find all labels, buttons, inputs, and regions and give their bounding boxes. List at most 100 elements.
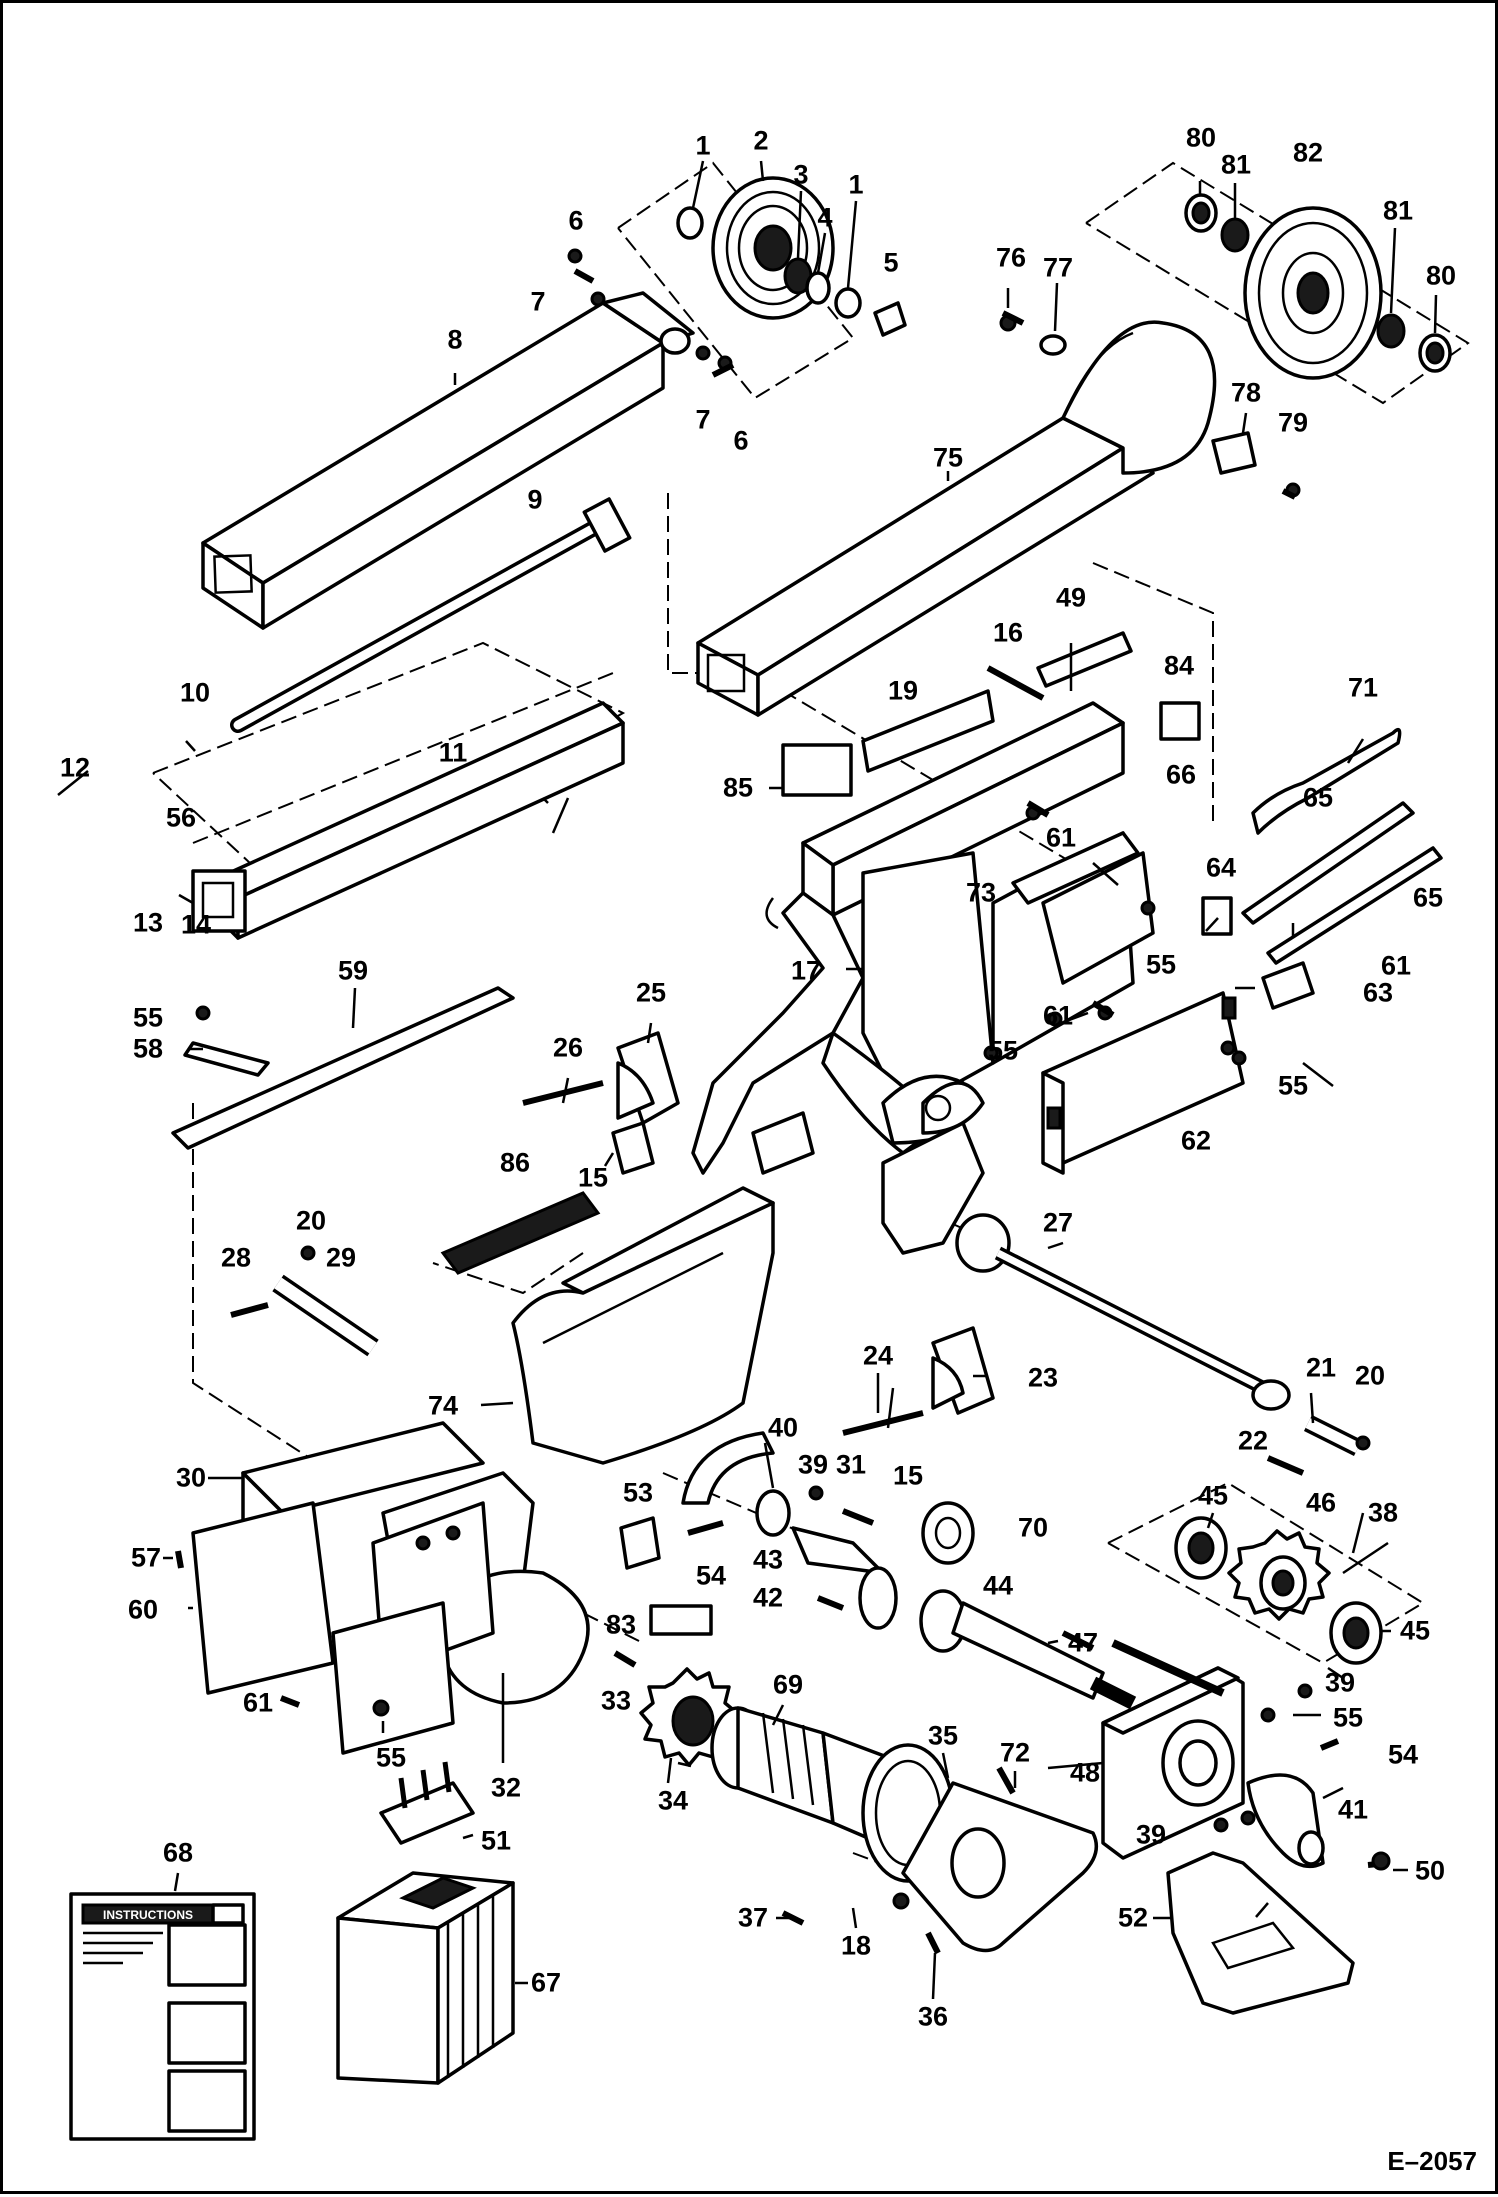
callout-1: 1: [848, 169, 864, 200]
callout-5: 5: [883, 247, 899, 278]
callout-24: 24: [862, 1340, 894, 1371]
callout-52: 52: [1117, 1902, 1149, 1933]
callout-11: 11: [438, 737, 468, 768]
callout-37: 37: [737, 1902, 769, 1933]
callout-74: 74: [427, 1390, 459, 1421]
drawing-code-label: E–2057: [1387, 2146, 1477, 2176]
part-2-idler-wheel: [711, 176, 835, 320]
callout-55: 55: [1277, 1070, 1309, 1101]
callout-65: 65: [1302, 782, 1334, 813]
callout-75: 75: [932, 442, 964, 473]
callout-83: 83: [605, 1609, 637, 1640]
callout-30: 30: [175, 1462, 207, 1493]
callout-59: 59: [337, 955, 369, 986]
callout-40: 40: [767, 1412, 799, 1443]
callout-23: 23: [1027, 1362, 1059, 1393]
part-27-long-shaft: [955, 1213, 1291, 1411]
callout-77: 77: [1042, 252, 1074, 283]
callout-57: 57: [130, 1542, 162, 1573]
callout-20: 20: [1354, 1360, 1386, 1391]
part-44-drive-shaft: [919, 1589, 1137, 1710]
callout-82: 82: [1292, 137, 1324, 168]
part-67-manual-binder: [336, 1871, 515, 2085]
callout-29: 29: [325, 1242, 357, 1273]
callout-56: 56: [165, 802, 197, 833]
part-70-coupler: [921, 1501, 975, 1565]
callout-32: 32: [490, 1772, 522, 1803]
callout-35: 35: [927, 1720, 959, 1751]
part-25-bearing-block: [611, 1031, 680, 1175]
callout-85: 85: [722, 772, 754, 803]
callout-54: 54: [695, 1560, 727, 1591]
part-41-auger-flight: [1246, 1773, 1325, 1869]
callout-2: 2: [753, 125, 769, 156]
callout-86: 86: [499, 1147, 531, 1178]
callout-33: 33: [600, 1685, 632, 1716]
callout-25: 25: [635, 977, 667, 1008]
callout-51: 51: [480, 1825, 512, 1856]
callout-44: 44: [982, 1570, 1014, 1601]
callout-14: 14: [180, 909, 212, 940]
callout-81: 81: [1382, 195, 1414, 226]
part-75-right-boom-arm: [696, 320, 1217, 717]
callout-21: 21: [1305, 1352, 1337, 1383]
callout-28: 28: [220, 1242, 252, 1273]
callout-60: 60: [127, 1594, 159, 1625]
callout-80: 80: [1185, 122, 1217, 153]
small-hardware-right-wheel: [999, 193, 1452, 498]
callout-41: 41: [1337, 1794, 1369, 1825]
callout-78: 78: [1230, 377, 1262, 408]
callout-73: 73: [965, 877, 997, 908]
callout-34: 34: [657, 1785, 689, 1816]
part-32-lower-housing: [191, 1421, 590, 1755]
callout-55: 55: [987, 1035, 1019, 1066]
callout-64: 64: [1205, 852, 1237, 883]
callout-61: 61: [1042, 1000, 1074, 1031]
callout-39: 39: [797, 1449, 829, 1480]
part-11-square-tube: [191, 701, 625, 940]
callout-6: 6: [733, 425, 749, 456]
callout-45: 45: [1197, 1480, 1229, 1511]
callout-53: 53: [622, 1477, 654, 1508]
callout-50: 50: [1414, 1855, 1446, 1886]
callout-48: 48: [1069, 1757, 1101, 1788]
part-23-bearing-block: [931, 1326, 995, 1415]
callout-1: 1: [695, 130, 711, 161]
callout-55: 55: [1145, 949, 1177, 980]
callout-45: 45: [1399, 1615, 1431, 1646]
instructions-heading: INSTRUCTIONS: [103, 1908, 193, 1922]
callout-7: 7: [530, 286, 546, 317]
part-59-cover-plate: [171, 986, 515, 1150]
callout-12: 12: [59, 752, 91, 783]
callout-55: 55: [375, 1742, 407, 1773]
callout-72: 72: [999, 1737, 1031, 1768]
callout-7: 7: [695, 404, 711, 435]
callout-71: 71: [1347, 672, 1379, 703]
callout-55: 55: [1332, 1702, 1364, 1733]
callout-65: 65: [1412, 882, 1444, 913]
callout-47: 47: [1067, 1627, 1099, 1658]
callout-79: 79: [1277, 407, 1309, 438]
scattered-bolts: [175, 268, 1391, 1955]
part-68-instructions-sheet: INSTRUCTIONS: [69, 1892, 256, 2141]
callout-36: 36: [917, 2001, 949, 2032]
callout-43: 43: [752, 1544, 784, 1575]
callout-leader-lines: [57, 160, 1438, 2000]
callout-22: 22: [1237, 1425, 1269, 1456]
part-51-manifold: [379, 1761, 475, 1845]
callout-54: 54: [1387, 1739, 1419, 1770]
callout-61: 61: [1045, 822, 1077, 853]
callout-8: 8: [447, 324, 463, 355]
rails-and-brackets: [983, 727, 1443, 1175]
callout-70: 70: [1017, 1512, 1049, 1543]
callout-69: 69: [772, 1669, 804, 1700]
part-74-discharge-chute: [511, 1186, 775, 1465]
callout-68: 68: [162, 1837, 194, 1868]
callout-17: 17: [790, 955, 822, 986]
callout-81: 81: [1220, 149, 1252, 180]
callout-80: 80: [1425, 260, 1457, 291]
part-46-sprocket-assembly: [1174, 1516, 1389, 1665]
callout-3: 3: [793, 159, 809, 190]
decals-53-83: [619, 1516, 713, 1636]
